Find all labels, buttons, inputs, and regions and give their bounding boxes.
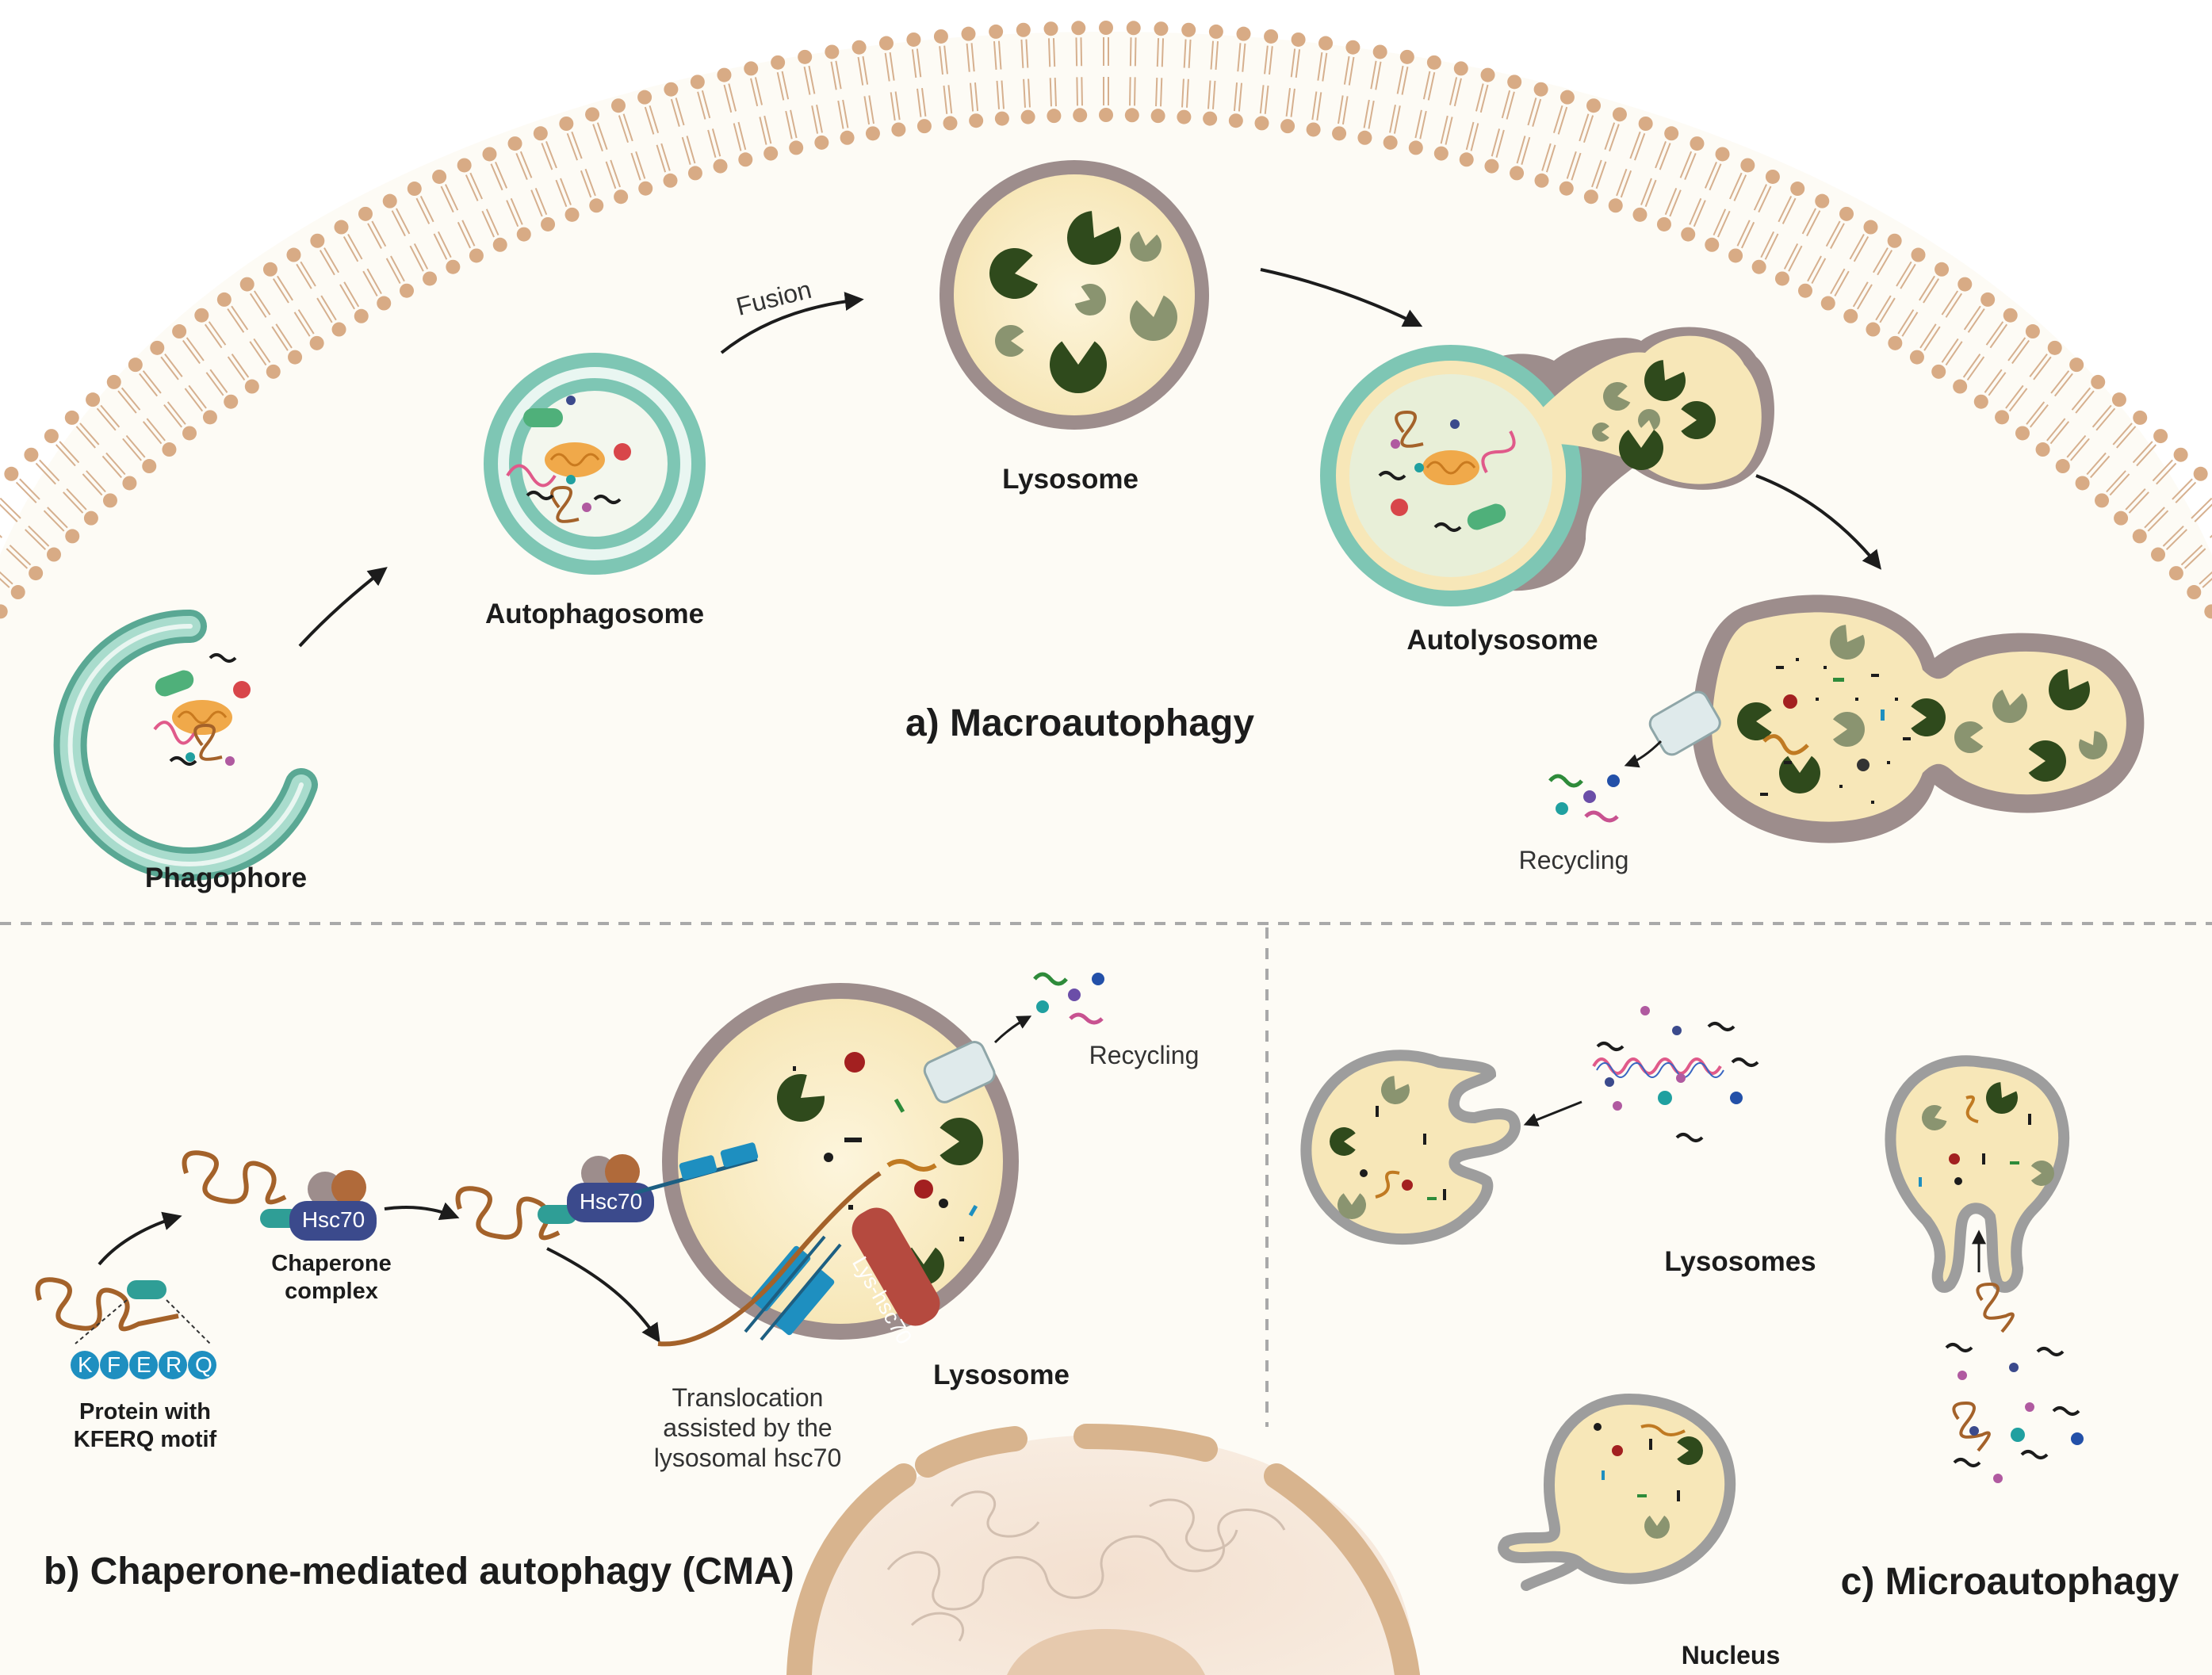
chaperone-label-line1: Chaperone — [271, 1251, 392, 1276]
motif-letter-q: Q — [195, 1352, 212, 1377]
phagophore-label: Phagophore — [144, 862, 308, 893]
macro-lysosome-enzymes — [989, 211, 1177, 393]
protein-label-line2: KFERQ motif — [73, 1427, 217, 1452]
hsc70-label-2: Hsc70 — [579, 1189, 643, 1214]
plasma-membrane — [0, 21, 2212, 619]
cma-recycled-products — [1033, 972, 1104, 1025]
translocation-line3: lysosomal hsc70 — [653, 1444, 842, 1472]
macroautophagy-title: a) Macroautophagy — [905, 702, 1255, 744]
micro-lysosome-contents — [1330, 1076, 2054, 1539]
nucleus — [786, 1424, 1420, 1675]
autolysosome-contents — [1378, 360, 1716, 532]
cma-lysosome-label: Lysosome — [933, 1360, 1070, 1390]
cma-substrate-bound — [455, 1154, 654, 1241]
chaperone-complex — [182, 1150, 377, 1241]
macro-recycling-label: Recycling — [1518, 846, 1629, 874]
microautophagy-title: c) Microautophagy — [1840, 1561, 2179, 1603]
micro-lysosome-nucleus — [1498, 1393, 1736, 1591]
fusion-arrow — [720, 292, 864, 354]
macro-lysosome-label: Lysosome — [1002, 464, 1139, 495]
phagophore — [53, 609, 318, 881]
cma-recycling-label: Recycling — [1089, 1041, 1200, 1069]
lysosomes-label: Lysosomes — [1664, 1246, 1816, 1277]
autolysosome-label: Autolysosome — [1406, 625, 1598, 656]
macro-recycled-products — [1548, 774, 1620, 823]
cma-transporter — [923, 1015, 1032, 1103]
translocation-line1: Translocation — [672, 1383, 824, 1412]
arrow-to-autolysosome — [1260, 268, 1423, 327]
kferq-protein — [35, 1277, 211, 1344]
motif-bead-q — [188, 1351, 216, 1379]
lys-hsc70-protein — [852, 1207, 940, 1326]
micro-cargo-right — [1945, 1229, 2084, 1483]
arrow-to-translocation — [546, 1247, 660, 1343]
motif-letter-f: F — [107, 1352, 121, 1377]
motif-bead-f — [100, 1351, 128, 1379]
macro-transporter — [1624, 690, 1721, 768]
motif-letter-k: K — [78, 1352, 93, 1377]
cma-title: b) Chaperone-mediated autophagy (CMA) — [44, 1551, 794, 1593]
motif-bead-r — [159, 1351, 187, 1379]
nucleus-label: Nucleus — [1681, 1641, 1781, 1669]
micro-cargo-left — [1523, 1006, 1759, 1142]
motif-letter-e: E — [136, 1352, 151, 1377]
autophagosome — [484, 353, 706, 575]
arrow-to-degradation — [1755, 474, 1881, 570]
lamp2a-receptor — [633, 1142, 882, 1347]
motif-bead-e — [129, 1351, 158, 1379]
autophagosome-label: Autophagosome — [484, 598, 705, 629]
translocation-line2: assisted by the — [663, 1413, 832, 1442]
arrow-to-autophagosome — [298, 567, 388, 648]
degradation-contents — [1737, 625, 2107, 804]
arrow-to-chaperone — [98, 1211, 182, 1266]
micro-lysosome-left — [1300, 1050, 1521, 1245]
motif-letter-r: R — [166, 1352, 182, 1377]
motif-bead-k — [71, 1351, 99, 1379]
protein-label-line1: Protein with — [79, 1399, 211, 1425]
extracellular-space — [0, 0, 2212, 555]
kferq-motif-beads — [71, 1351, 216, 1379]
chaperone-label-line2: complex — [285, 1279, 378, 1304]
arrow-to-receptor — [384, 1202, 460, 1221]
hsc70-label-1: Hsc70 — [301, 1207, 365, 1232]
